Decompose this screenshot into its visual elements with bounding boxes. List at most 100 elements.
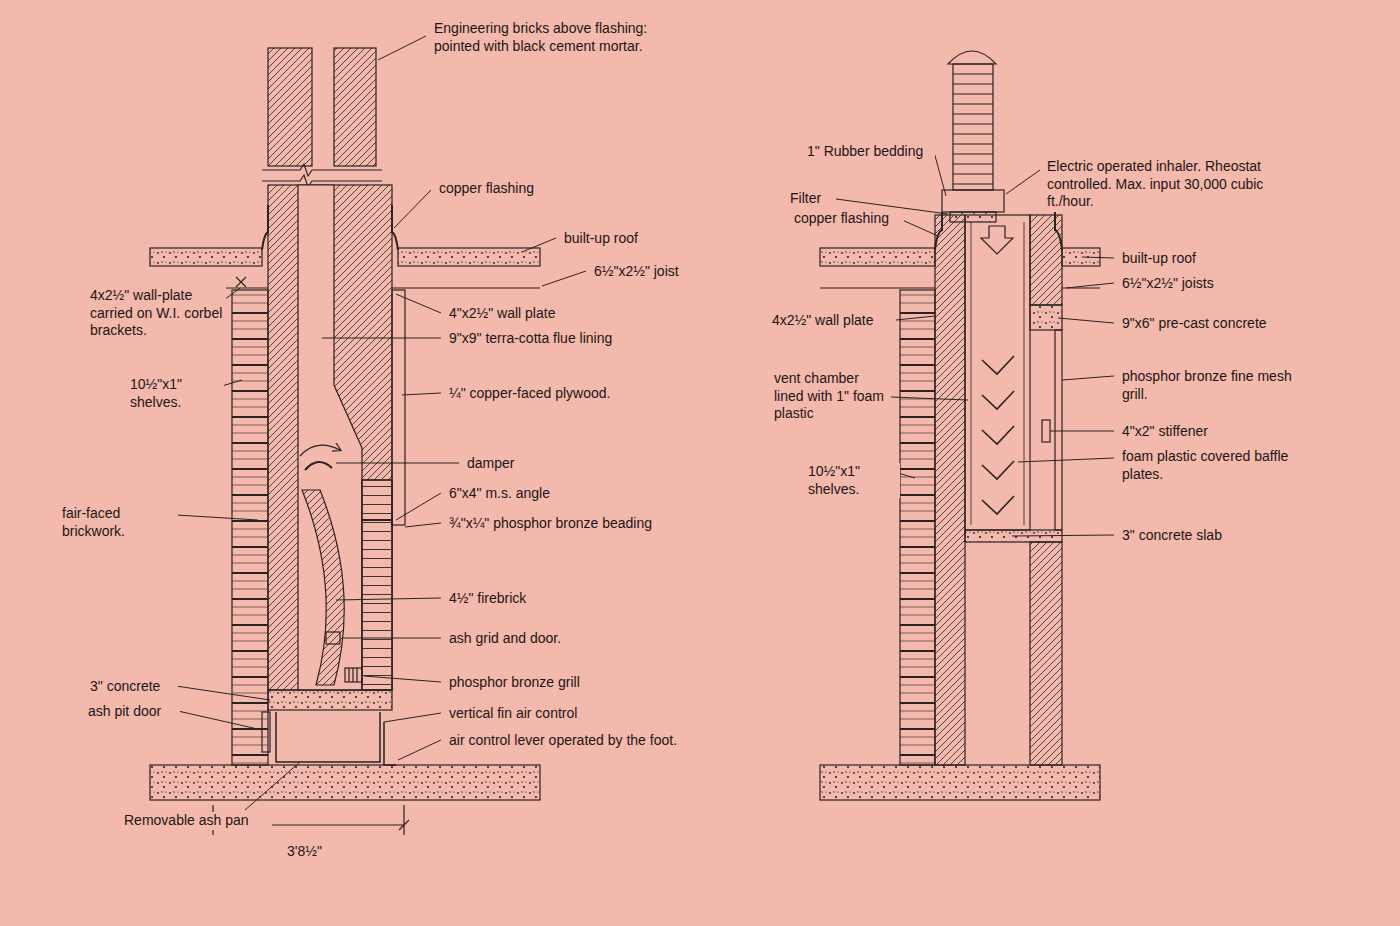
inhaler-base	[942, 190, 1004, 212]
inhaler	[953, 64, 993, 190]
leader-line	[322, 338, 441, 339]
shelves	[232, 290, 268, 765]
annotation-label: 1" Rubber bedding	[805, 143, 935, 161]
leader-line	[405, 523, 441, 527]
floor-slab	[820, 765, 1100, 800]
roof	[398, 248, 540, 266]
annotation-label: fair-faced brickwork.	[60, 505, 178, 540]
firebrick	[302, 490, 344, 685]
annotation-label: 10½"x1" shelves.	[806, 463, 900, 498]
leader-line	[245, 762, 300, 810]
leader-line	[1050, 431, 1114, 432]
precast-concrete	[1030, 305, 1062, 330]
leader-line	[364, 676, 441, 682]
annotation-label: built-up roof	[562, 230, 692, 248]
plywood	[392, 290, 405, 525]
foam-lining	[971, 222, 1024, 525]
leader-line	[384, 713, 441, 722]
leader-line	[934, 152, 946, 196]
annotation-label: Removable ash pan	[122, 812, 272, 830]
leader-line	[396, 493, 441, 520]
shelves	[900, 290, 935, 765]
chimney-stack	[334, 48, 376, 166]
leader-line	[398, 740, 441, 760]
leader-line	[402, 393, 441, 395]
annotation-label: 3'8½"	[285, 843, 355, 861]
annotation-label: ash grid and door.	[447, 630, 617, 648]
annotation-label: phosphor bronze grill	[447, 674, 637, 692]
roof	[820, 248, 935, 266]
leader-line	[394, 190, 431, 228]
vent-chamber	[965, 215, 1030, 530]
hearth	[268, 690, 392, 710]
annotation-label: vent chamber lined with 1" foam plastic	[772, 370, 890, 423]
stiffener	[1042, 420, 1050, 442]
chimney-breast	[268, 185, 392, 690]
ash-pit-door	[262, 712, 270, 752]
leader-line	[522, 238, 556, 252]
flashing	[935, 212, 1062, 250]
brick-wall	[935, 215, 965, 765]
leader-line	[178, 711, 262, 730]
annotation-label: ¼" copper-faced plywood.	[447, 385, 667, 403]
leader-line	[896, 316, 935, 320]
angle	[362, 520, 392, 527]
annotation-label: 4"x2" stiffener	[1120, 423, 1270, 441]
flue	[298, 185, 362, 690]
leader-line	[224, 288, 240, 300]
annotation-label: copper flashing	[437, 180, 587, 198]
airflow-arrow	[981, 226, 1013, 254]
annotation-label: copper flashing	[792, 210, 904, 228]
annotation-label: 3" concrete slab	[1120, 527, 1290, 545]
floor-slab	[150, 765, 540, 800]
leader-line	[891, 397, 968, 400]
leader-line	[900, 219, 938, 236]
damper-arrow	[300, 445, 340, 456]
leader-line	[378, 36, 426, 60]
leader-line	[1018, 458, 1114, 462]
annotation-label: 4x2½" wall plate	[770, 312, 896, 330]
leader-line	[222, 380, 242, 386]
ash-pan	[276, 712, 380, 762]
louvres	[953, 74, 993, 184]
brickwork	[362, 480, 392, 690]
leader-line	[176, 515, 258, 520]
baffle-plates	[982, 356, 1014, 514]
annotation-label: 6"x4" m.s. angle	[447, 485, 617, 503]
cap	[948, 51, 996, 64]
grill	[345, 668, 362, 682]
ash-door	[326, 632, 340, 644]
annotation-label: 3" concrete	[88, 678, 178, 696]
annotation-label: Engineering bricks above flashing: point…	[432, 20, 672, 55]
annotation-label: vertical fin air control	[447, 705, 647, 723]
annotation-label: 6½"x2½" joist	[592, 263, 732, 281]
annotation-label: damper	[465, 455, 565, 473]
leader-line	[898, 473, 915, 478]
annotation-label: foam plastic covered baffle plates.	[1120, 448, 1300, 483]
annotation-label: Filter	[788, 190, 836, 208]
brick-wall	[1030, 542, 1062, 765]
leader-line	[342, 638, 441, 639]
brick-wall	[1030, 215, 1062, 305]
roof	[150, 248, 262, 266]
leader-line	[336, 598, 441, 600]
joist	[820, 287, 1100, 288]
leader-line	[176, 686, 270, 700]
annotation-label: 6½"x2½" joists	[1120, 275, 1270, 293]
brickwork	[362, 480, 392, 690]
annotation-label: ash pit door	[86, 703, 180, 721]
damper	[305, 462, 332, 470]
annotation-label: 10½"x1" shelves.	[128, 376, 224, 411]
annotation-label: air control lever operated by the foot.	[447, 732, 737, 750]
annotation-label: phosphor bronze fine mesh grill.	[1120, 368, 1300, 403]
annotation-label: Electric operated inhaler. Rheostat cont…	[1045, 158, 1277, 211]
leader-line	[1082, 257, 1114, 258]
annotation-label: 4x2½" wall-plate carried on W.I. corbel …	[88, 287, 226, 340]
leader-line	[1058, 318, 1114, 323]
chimney-stack	[268, 48, 312, 166]
mesh-grill	[1055, 330, 1062, 530]
leader-line	[336, 463, 459, 464]
annotation-label: ¾"x¼" phosphor bronze beading	[447, 515, 707, 533]
flashing	[262, 205, 398, 250]
